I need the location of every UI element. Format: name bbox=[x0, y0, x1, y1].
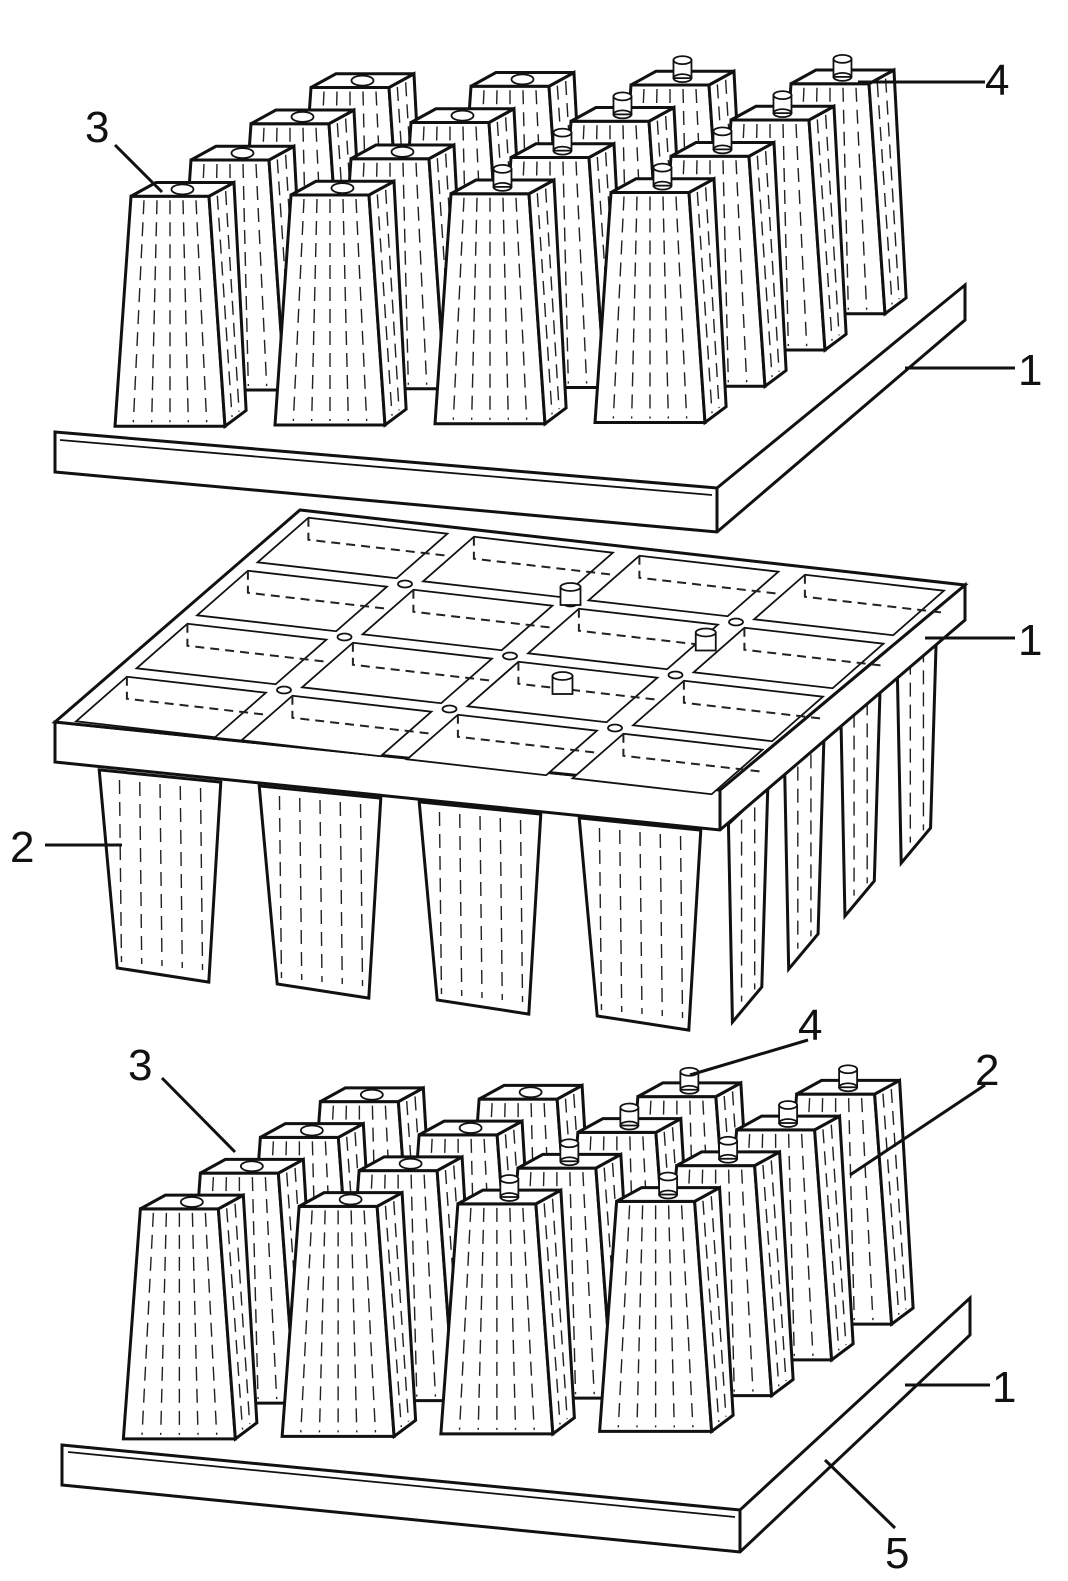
top-tray bbox=[53, 53, 967, 534]
drain-post-icon bbox=[838, 1064, 859, 1093]
drain-post-icon bbox=[612, 91, 633, 120]
drain-hole-icon bbox=[170, 183, 195, 196]
top-label-1: 1 bbox=[905, 346, 1042, 395]
bottom-label-3-text: 3 bbox=[128, 1041, 152, 1090]
middle-tray-opening-r3-c4 bbox=[630, 679, 826, 743]
drain-hole-icon bbox=[338, 1193, 363, 1206]
middle-tray-grid bbox=[73, 516, 947, 796]
drain-post-icon bbox=[551, 671, 574, 695]
drain-hole-icon bbox=[290, 110, 315, 123]
drain-post-icon bbox=[559, 1138, 580, 1167]
top-tray-pots bbox=[113, 53, 908, 430]
drain-post-icon bbox=[658, 1171, 679, 1200]
drain-hole-icon bbox=[390, 145, 415, 158]
bottom-label-5-text: 5 bbox=[885, 1529, 909, 1576]
drain-hole-icon bbox=[450, 109, 475, 122]
bottom-label-2: 2 bbox=[849, 1046, 999, 1177]
bottom-label-4-text: 4 bbox=[798, 1001, 822, 1050]
drain-hole-icon bbox=[518, 1086, 543, 1099]
junction-hole-icon bbox=[607, 723, 623, 733]
drain-hole-icon bbox=[510, 73, 535, 86]
top-label-3-text: 3 bbox=[85, 103, 109, 152]
middle-tray bbox=[51, 508, 969, 1032]
bottom-tray-pot-r4-c1 bbox=[121, 1192, 259, 1442]
drain-post-icon bbox=[492, 163, 513, 192]
drain-hole-icon bbox=[458, 1122, 483, 1134]
middle-tray-opening-r2-c1 bbox=[194, 569, 390, 642]
drain-hole-icon bbox=[350, 74, 375, 87]
bottom-label-3: 3 bbox=[128, 1041, 237, 1154]
middle-label-1-text: 1 bbox=[1018, 616, 1042, 665]
middle-label-2: 2 bbox=[10, 823, 122, 872]
drain-hole-icon bbox=[230, 147, 255, 160]
middle-tray-cell-side-3 bbox=[839, 677, 882, 921]
bottom-label-1: 1 bbox=[905, 1363, 1016, 1412]
junction-hole-icon bbox=[276, 685, 292, 695]
middle-tray-opening-r2-c3 bbox=[525, 607, 721, 680]
middle-tray-opening-r1-c3 bbox=[586, 554, 781, 627]
drain-post-icon bbox=[712, 126, 733, 155]
drain-post-icon bbox=[559, 582, 582, 606]
drain-hole-icon bbox=[398, 1157, 423, 1170]
middle-tray-cell-front-1 bbox=[97, 768, 223, 984]
drain-post-icon bbox=[778, 1100, 799, 1128]
junction-hole-icon bbox=[502, 651, 518, 661]
junction-hole-icon bbox=[441, 704, 458, 714]
top-tray-pot-r4-c2 bbox=[273, 178, 408, 428]
drain-hole-icon bbox=[330, 182, 355, 195]
middle-tray-cells bbox=[97, 624, 939, 1032]
bottom-label-1-text: 1 bbox=[992, 1363, 1016, 1412]
top-tray-pot-r4-c4 bbox=[593, 162, 728, 426]
middle-tray-cell-front-3 bbox=[417, 800, 543, 1016]
middle-tray-cell-front-2 bbox=[257, 784, 383, 1000]
top-label-4: 4 bbox=[858, 56, 1009, 105]
drain-hole-icon bbox=[239, 1160, 264, 1173]
top-tray-pot-r4-c1 bbox=[113, 180, 248, 430]
drain-post-icon bbox=[772, 90, 793, 119]
bottom-label-4: 4 bbox=[689, 1001, 822, 1077]
drain-post-icon bbox=[499, 1174, 520, 1202]
bottom-label-2-text: 2 bbox=[975, 1046, 999, 1095]
drain-post-icon bbox=[679, 1066, 700, 1095]
middle-label-1: 1 bbox=[925, 616, 1042, 665]
middle-tray-cell-front-4 bbox=[577, 816, 703, 1032]
top-tray-pot-r4-c3 bbox=[433, 163, 568, 427]
drain-post-icon bbox=[718, 1135, 739, 1164]
bottom-tray-pots bbox=[121, 1064, 915, 1442]
drain-post-icon bbox=[552, 127, 573, 156]
middle-tray-opening-r2-c2 bbox=[360, 588, 555, 661]
drain-post-icon bbox=[619, 1102, 640, 1131]
bottom-tray-pot-r4-c4 bbox=[598, 1171, 735, 1435]
junction-hole-icon bbox=[397, 579, 413, 589]
top-label-4-text: 4 bbox=[985, 56, 1009, 105]
drain-hole-icon bbox=[179, 1196, 204, 1208]
drain-hole-icon bbox=[299, 1124, 324, 1137]
middle-tray-opening-r3-c2 bbox=[299, 641, 495, 714]
middle-tray-opening-r4-c1 bbox=[73, 675, 269, 739]
bottom-tray-pot-r4-c2 bbox=[280, 1190, 418, 1440]
junction-hole-icon bbox=[336, 632, 353, 642]
drain-post-icon bbox=[832, 53, 853, 82]
junction-hole-icon bbox=[667, 670, 684, 680]
middle-tray-opening-r4-c3 bbox=[404, 713, 600, 777]
drain-post-icon bbox=[672, 55, 693, 84]
middle-tray-cell-side-1 bbox=[726, 783, 770, 1027]
middle-tray-opening-r4-c2 bbox=[239, 694, 434, 758]
top-label-3: 3 bbox=[85, 103, 164, 194]
bottom-tray bbox=[60, 1064, 972, 1554]
middle-tray-opening-r4-c4 bbox=[570, 732, 765, 796]
drain-post-icon bbox=[694, 627, 717, 652]
bottom-label-5: 5 bbox=[823, 1458, 909, 1578]
middle-tray-opening-r3-c1 bbox=[134, 622, 329, 695]
top-label-1-text: 1 bbox=[1018, 346, 1042, 395]
middle-tray-opening-r1-c1 bbox=[255, 516, 450, 589]
middle-label-2-text: 2 bbox=[10, 823, 34, 872]
junction-hole-icon bbox=[728, 617, 744, 627]
drain-hole-icon bbox=[359, 1088, 384, 1101]
bottom-tray-pot-r4-c3 bbox=[439, 1174, 576, 1437]
middle-tray-opening-r1-c4 bbox=[751, 573, 947, 637]
drain-post-icon bbox=[652, 162, 673, 191]
middle-tray-opening-r2-c4 bbox=[691, 626, 886, 690]
